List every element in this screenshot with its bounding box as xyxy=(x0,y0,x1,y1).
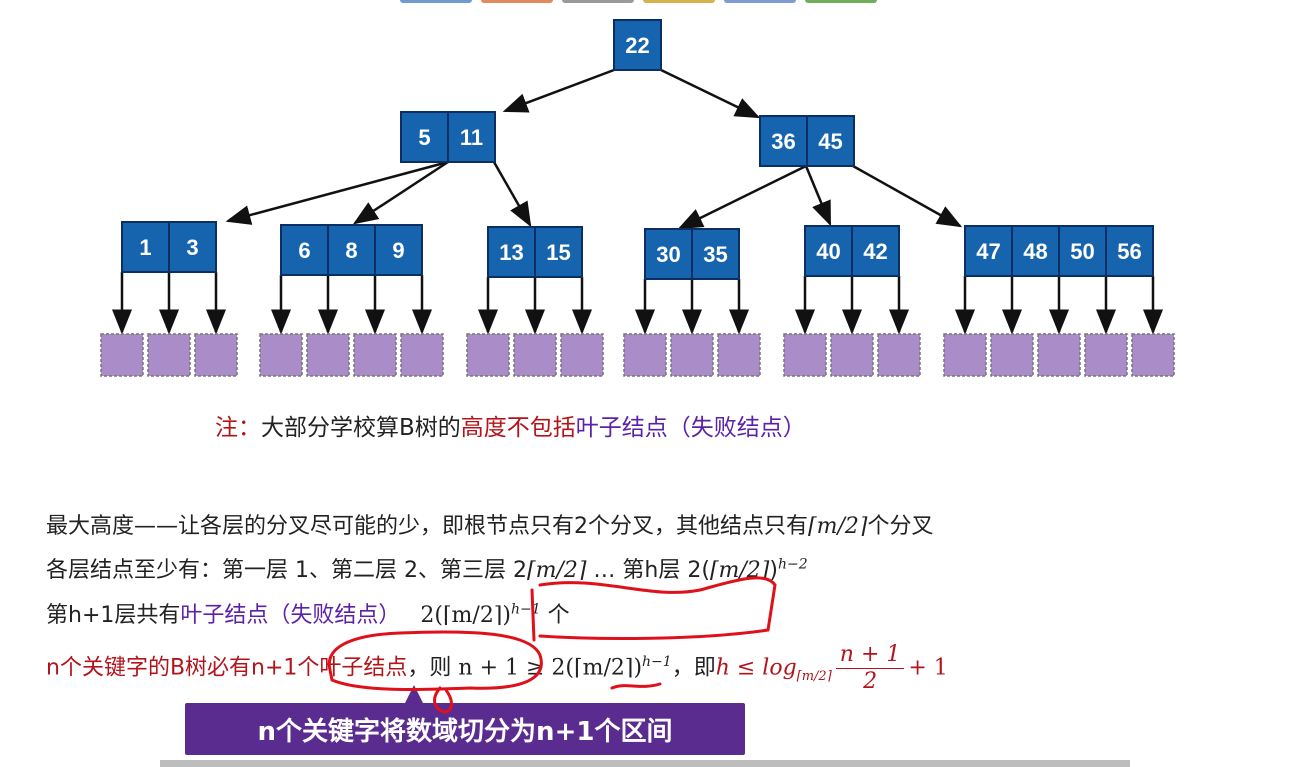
key-label: 47 xyxy=(976,239,1000,264)
top-tab[interactable] xyxy=(643,0,715,3)
root-node: 22 xyxy=(613,19,662,71)
failure-node xyxy=(990,333,1034,377)
key-label: 30 xyxy=(656,242,680,267)
failure-node xyxy=(194,333,238,377)
failure-node xyxy=(877,333,921,377)
failure-node xyxy=(147,333,191,377)
key-label: 50 xyxy=(1070,239,1094,264)
pointer-arrow xyxy=(352,160,449,225)
note-red: 高度不包括 xyxy=(460,415,576,441)
leaf-count-line: 第h+1层共有叶子结点（失败结点）2(⌈m/2⌉)h−1 个 xyxy=(46,601,570,628)
failure-node xyxy=(1131,333,1175,377)
top-tab[interactable] xyxy=(562,0,634,3)
key-label: 42 xyxy=(863,239,887,264)
key-cell xyxy=(487,226,536,278)
leaf-key-node: 40 42 xyxy=(804,225,900,277)
height-bound-line: n个关键字的B树必有n+1个叶子结点，则 n + 1 ≥ 2(⌈m/2⌉)h−1… xyxy=(46,642,948,694)
failure-node xyxy=(1084,333,1128,377)
leaf-key-node: 6 8 9 xyxy=(280,224,423,276)
key-cell xyxy=(804,225,853,277)
top-tab[interactable] xyxy=(400,0,472,3)
key-label: 40 xyxy=(816,239,840,264)
failure-node xyxy=(783,333,827,377)
leaf-key-node: 30 35 xyxy=(644,228,740,280)
key-cell xyxy=(121,221,170,273)
failure-node xyxy=(717,333,761,377)
pointer-arrow xyxy=(492,161,532,228)
leaf-key-node: 47 48 50 56 xyxy=(964,225,1154,277)
failure-node xyxy=(353,333,397,377)
key-cell xyxy=(168,221,217,273)
failure-node xyxy=(943,333,987,377)
failure-node xyxy=(400,333,444,377)
key-cell xyxy=(644,228,693,280)
internal-node: 5 11 xyxy=(400,111,496,163)
failure-node xyxy=(623,333,667,377)
callout-box: n个关键字将数域切分为n+1个区间 xyxy=(185,685,745,755)
failure-node xyxy=(1037,333,1081,377)
key-label: 45 xyxy=(818,129,842,154)
top-tab[interactable] xyxy=(724,0,796,3)
key-cell xyxy=(280,224,329,276)
note-purple: 叶子结点（失败结点） xyxy=(575,415,806,441)
key-cell xyxy=(613,19,662,71)
key-cell xyxy=(691,228,740,280)
key-label: 36 xyxy=(771,129,795,154)
key-label: 8 xyxy=(345,238,357,263)
pointer-arrow xyxy=(502,68,615,113)
top-tab[interactable] xyxy=(481,0,553,3)
note-prefix: 注：大部分学校算B树的 xyxy=(215,415,461,441)
pointer-arrow xyxy=(660,68,761,119)
key-cell xyxy=(964,225,1013,277)
failure-node xyxy=(466,333,510,377)
key-cell xyxy=(374,224,423,276)
failure-node xyxy=(100,333,144,377)
key-label: 3 xyxy=(186,235,198,260)
pointer-arrow xyxy=(852,164,963,228)
note-text: 注：大部分学校算B树的高度不包括叶子结点（失败结点） xyxy=(215,408,806,442)
max-height-line: 最大高度——让各层的分叉尽可能的少，即根节点只有2个分叉，其他结点只有⌈m/2⌉… xyxy=(46,514,934,539)
internal-node: 36 45 xyxy=(759,115,855,167)
key-label: 5 xyxy=(418,125,430,150)
failure-node xyxy=(513,333,557,377)
key-cell xyxy=(1105,225,1154,277)
top-tab[interactable] xyxy=(805,0,877,3)
key-label: 48 xyxy=(1023,239,1047,264)
failure-node xyxy=(259,333,303,377)
pointer-arrow xyxy=(677,164,807,230)
key-cell xyxy=(759,115,808,167)
pointer-arrow xyxy=(225,160,449,225)
level-count-line: 各层结点至少有：第一层 1、第二层 2、第三层 2⌈m/2⌉ … 第h层 2(⌈… xyxy=(46,556,808,583)
key-label: 11 xyxy=(460,125,483,150)
horizontal-scrollbar[interactable] xyxy=(160,760,1130,767)
key-label: 13 xyxy=(499,240,523,265)
key-cell xyxy=(806,115,855,167)
key-cell xyxy=(851,225,900,277)
leaf-key-node: 13 15 xyxy=(487,226,583,278)
failure-node xyxy=(830,333,874,377)
key-cell xyxy=(534,226,583,278)
failure-node xyxy=(306,333,350,377)
key-label: 6 xyxy=(298,238,310,263)
key-label: 1 xyxy=(139,235,151,260)
failure-node xyxy=(670,333,714,377)
failure-node xyxy=(560,333,604,377)
key-label: 9 xyxy=(392,238,404,263)
key-label: 35 xyxy=(703,242,727,267)
key-label: 22 xyxy=(625,33,649,58)
key-label: 56 xyxy=(1117,239,1141,264)
key-cell xyxy=(447,111,496,163)
pointer-arrow xyxy=(804,165,832,227)
key-cell xyxy=(400,111,449,163)
key-label: 15 xyxy=(546,240,570,265)
